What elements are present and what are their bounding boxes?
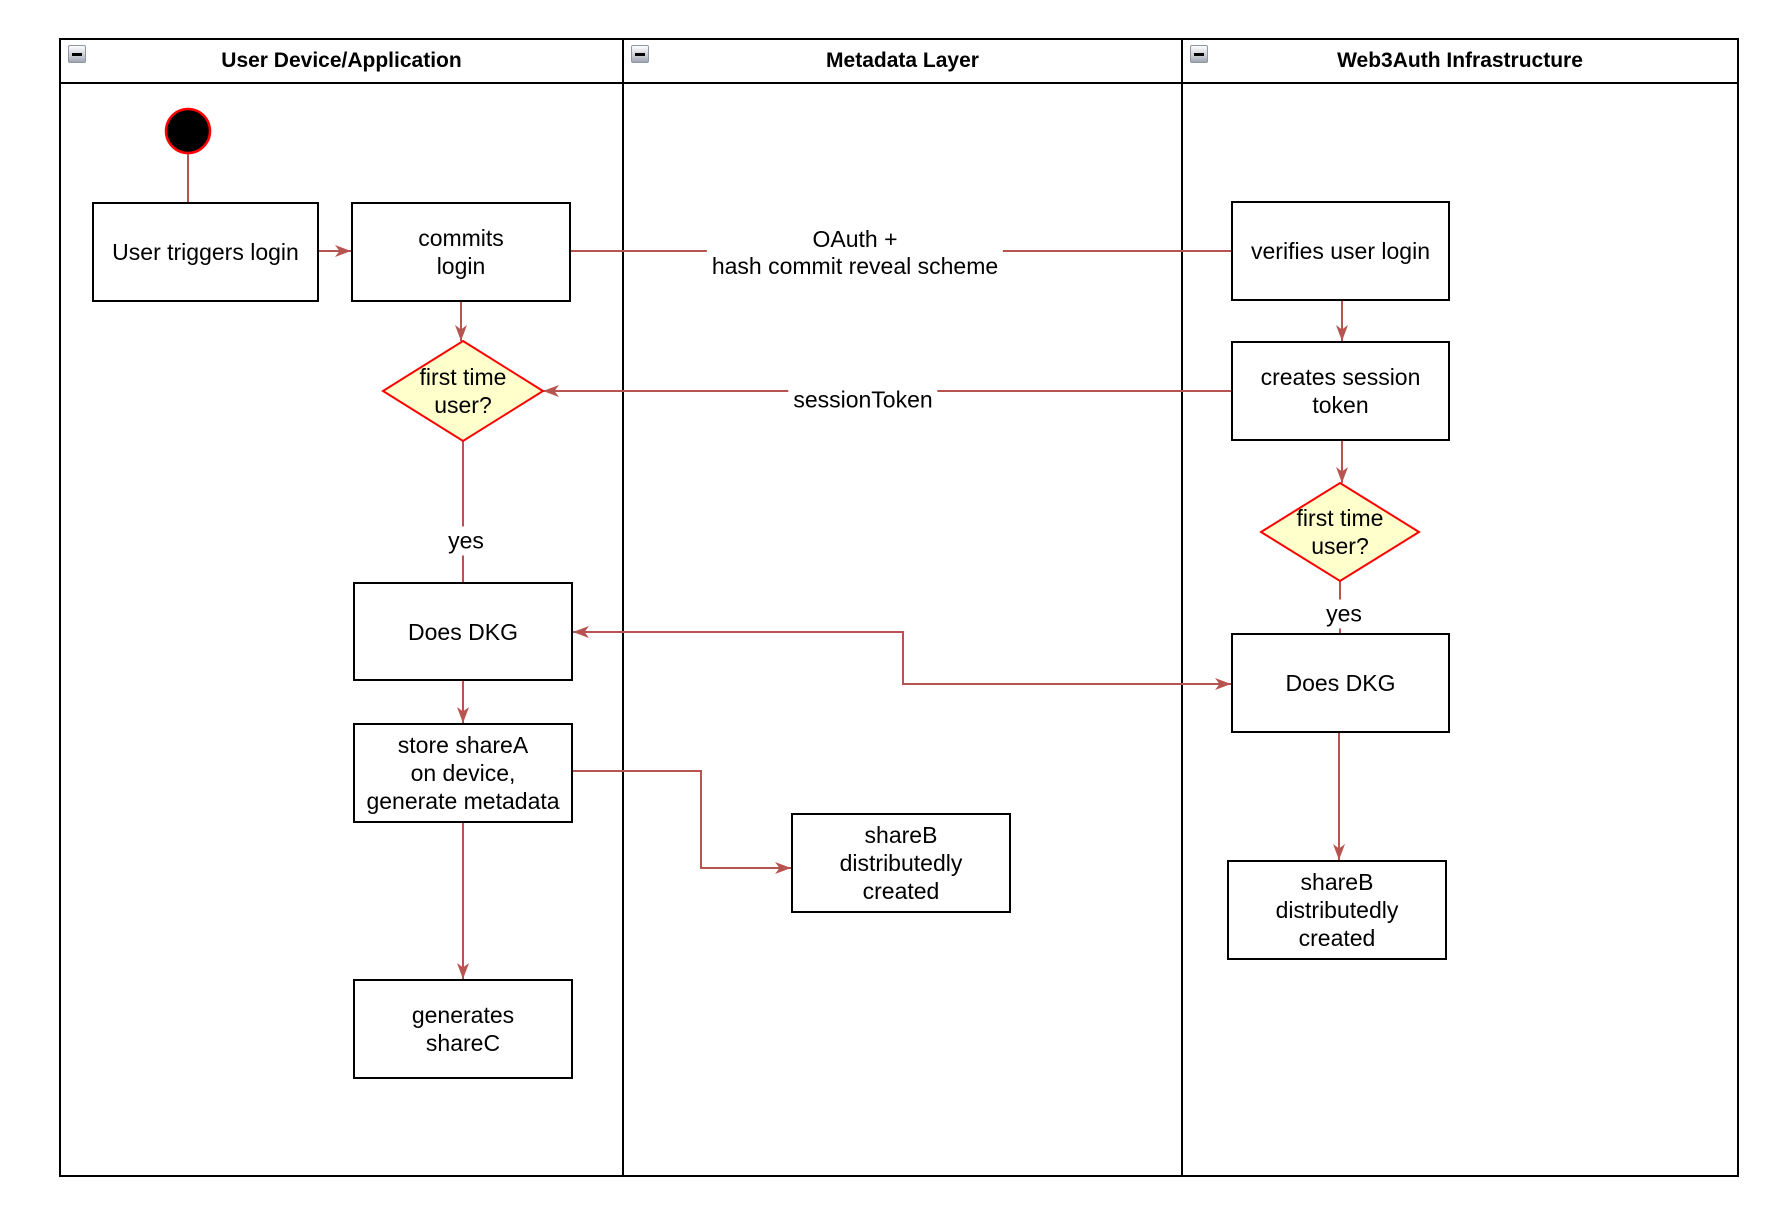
lane-header-web3auth-infrastructure: Web3Auth Infrastructure: [1183, 40, 1737, 84]
minus-icon: [1194, 52, 1204, 56]
decision-label-first-time-user-device: first time user?: [419, 364, 507, 418]
lane-header-metadata-layer: Metadata Layer: [624, 40, 1181, 84]
lane-header-user-device: User Device/Application: [61, 40, 622, 84]
lane-title: User Device/Application: [221, 49, 462, 72]
lane-web3auth-infrastructure: Web3Auth Infrastructure: [1181, 40, 1737, 1175]
collapse-icon[interactable]: [631, 45, 649, 63]
node-generates-sharec[interactable]: generates shareC: [353, 979, 573, 1079]
lane-user-device: User Device/Application: [61, 40, 622, 1175]
node-creates-session-token[interactable]: creates session token: [1231, 341, 1450, 441]
node-does-dkg-infra[interactable]: Does DKG: [1231, 633, 1450, 733]
node-store-sharea[interactable]: store shareA on device, generate metadat…: [353, 723, 573, 823]
edge-label-session-token: sessionToken: [788, 385, 938, 415]
lane-title: Web3Auth Infrastructure: [1337, 49, 1583, 72]
lane-metadata-layer: Metadata Layer: [622, 40, 1181, 1175]
collapse-icon[interactable]: [1190, 45, 1208, 63]
node-commits-login[interactable]: commits login: [351, 202, 571, 302]
node-user-triggers-login[interactable]: User triggers login: [92, 202, 319, 302]
minus-icon: [635, 52, 645, 56]
node-verifies-user-login[interactable]: verifies user login: [1231, 201, 1450, 301]
minus-icon: [72, 52, 82, 56]
lane-title: Metadata Layer: [826, 49, 979, 72]
edge-label-oauth: OAuth + hash commit reveal scheme: [706, 225, 1004, 281]
collapse-icon[interactable]: [68, 45, 86, 63]
node-does-dkg-device[interactable]: Does DKG: [353, 582, 573, 681]
decision-label-first-time-user-infra: first time user?: [1296, 505, 1384, 559]
node-shareb-metadata[interactable]: shareB distributedly created: [791, 813, 1011, 913]
node-shareb-infra[interactable]: shareB distributedly created: [1227, 860, 1447, 960]
edge-label-yes-device: yes: [443, 526, 489, 556]
edge-label-yes-infra: yes: [1321, 599, 1367, 629]
